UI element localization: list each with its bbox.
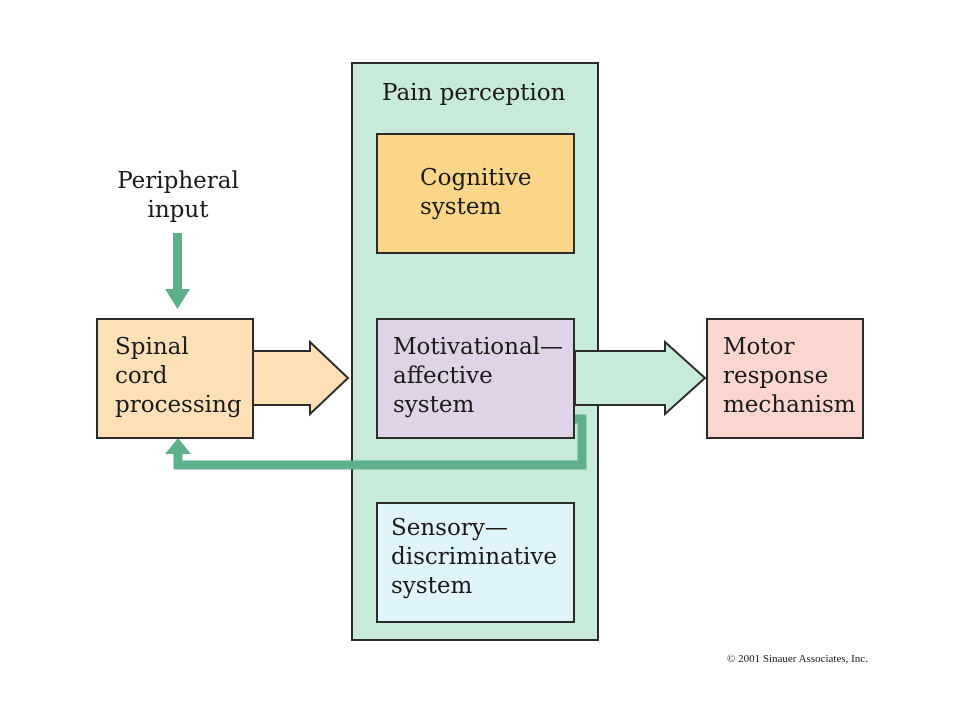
motivational-affective-system-box [376, 318, 575, 439]
spinal-to-pain-arrow [252, 339, 350, 417]
spinal-cord-processing-box [96, 318, 254, 439]
sensory-discriminative-system-label: Sensory— discriminative system [391, 515, 558, 599]
pain-to-motor-arrow [574, 339, 707, 417]
copyright-notice: © 2001 Sinauer Associates, Inc. [727, 653, 868, 665]
spinal-cord-processing-label: Spinal cord processing [115, 334, 242, 418]
cognitive-system-box [376, 133, 575, 254]
motor-response-mechanism-box [706, 318, 864, 439]
motivational-affective-system-label: Motivational— affective system [393, 334, 564, 418]
peripheral-input-arrow [165, 233, 190, 309]
feedback-arrow [165, 414, 587, 470]
sensory-discriminative-system-box [376, 502, 575, 623]
pain-perception-label: Pain perception [382, 80, 566, 106]
peripheral-input-label: Peripheral input [117, 168, 239, 223]
cognitive-system-label: Cognitive system [420, 165, 532, 220]
motor-response-mechanism-label: Motor response mechanism [723, 334, 856, 418]
